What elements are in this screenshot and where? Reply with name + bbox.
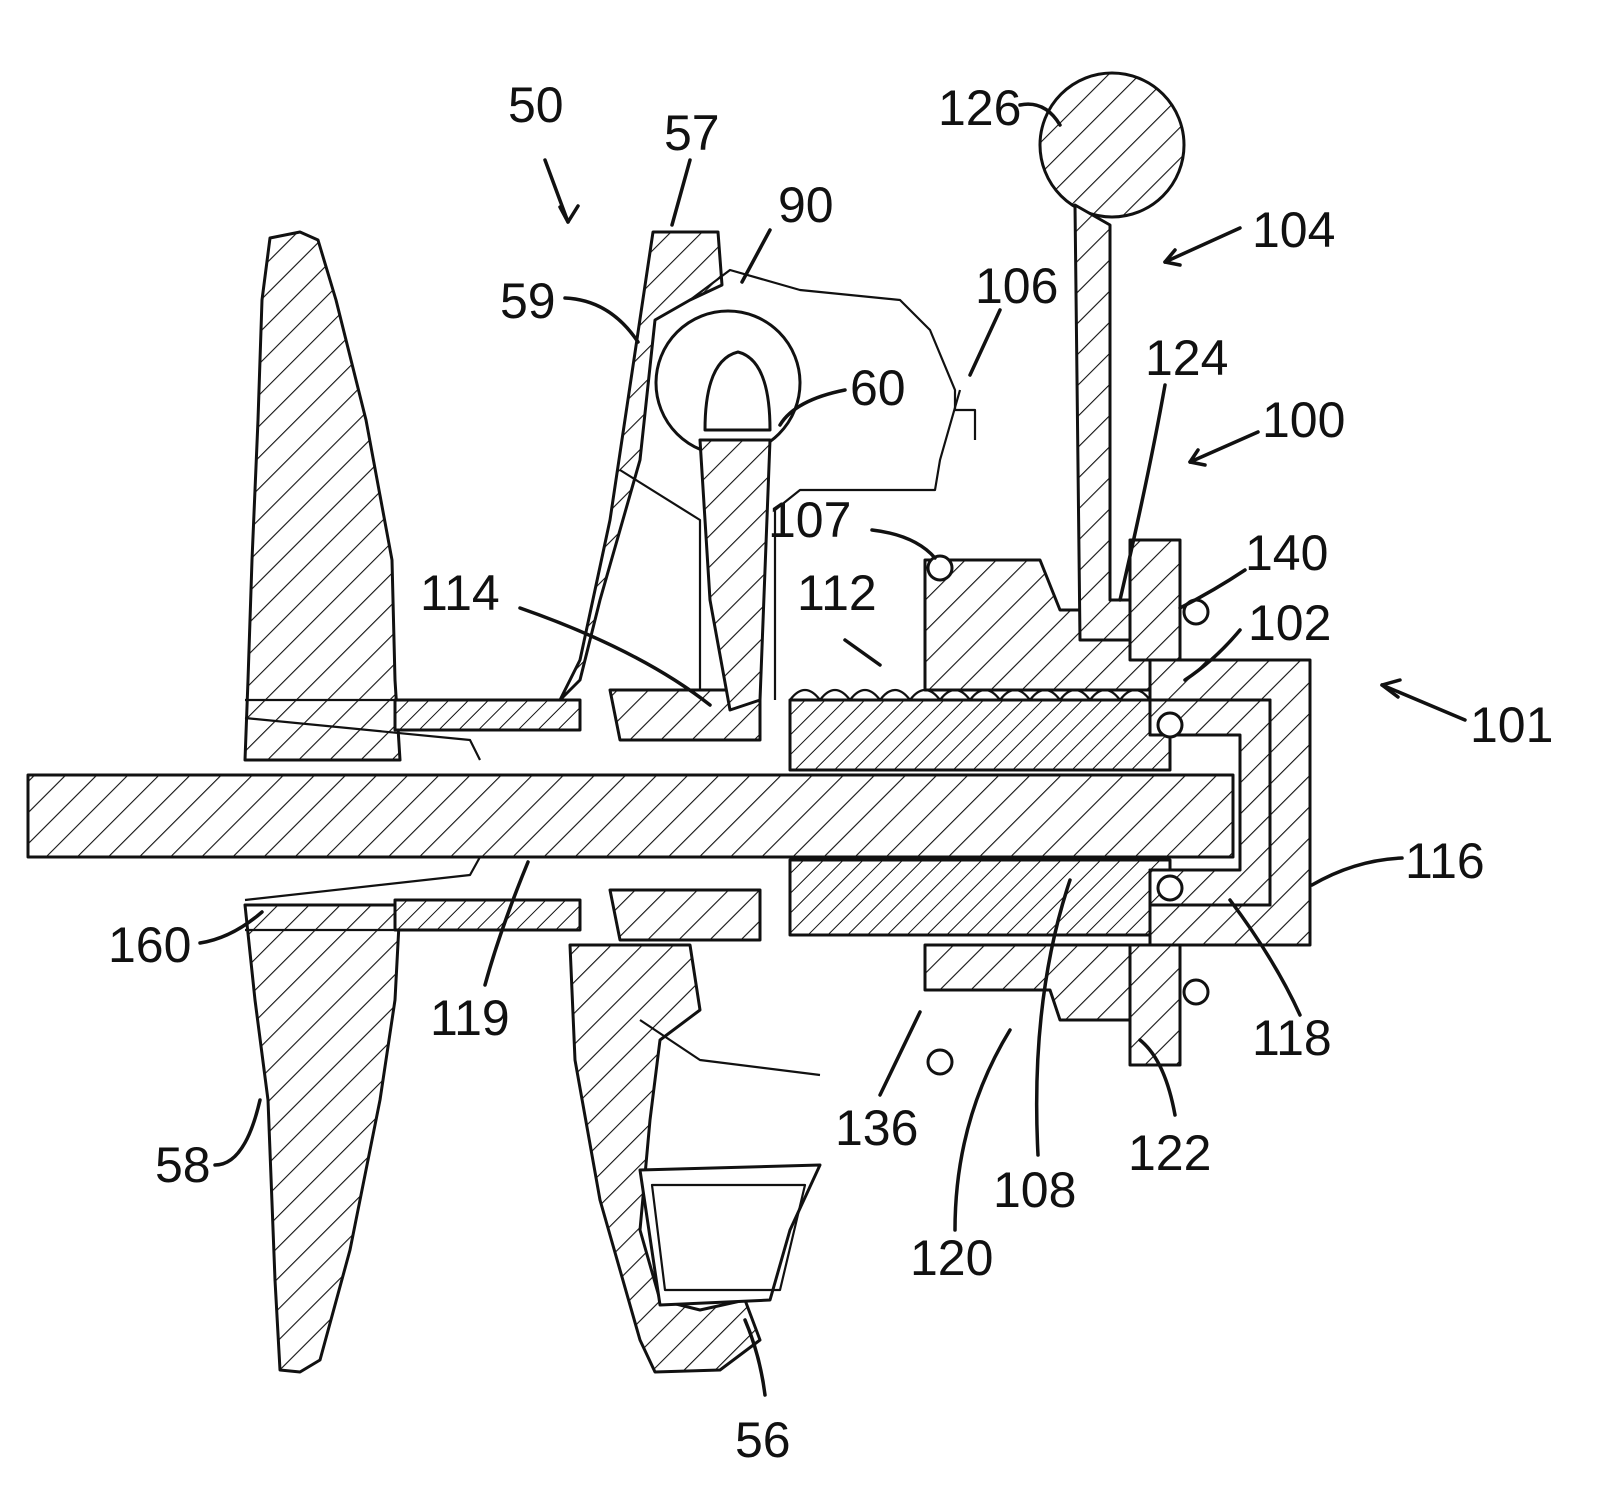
- flyweight-90: [654, 268, 977, 712]
- label-90: 90: [778, 177, 834, 233]
- label-58: 58: [155, 1137, 211, 1193]
- end-cap-101: [1128, 538, 1312, 1067]
- label-56: 56: [735, 1412, 791, 1468]
- label-114: 114: [420, 565, 500, 621]
- label-60: 60: [850, 360, 906, 416]
- label-116: 116: [1405, 833, 1485, 889]
- label-112: 112: [797, 565, 877, 621]
- label-50: 50: [508, 77, 564, 133]
- label-122: 122: [1128, 1125, 1211, 1181]
- label-100: 100: [1262, 392, 1345, 448]
- label-119: 119: [430, 990, 510, 1046]
- label-124: 124: [1145, 330, 1228, 386]
- label-106: 106: [975, 258, 1058, 314]
- leader-lines: [198, 102, 1467, 1397]
- label-107: 107: [768, 492, 851, 548]
- shift-mechanism-100: [773, 389, 1172, 1076]
- reference-numerals: 50 57 126 104 90 59 106 60 124 100 107 1…: [108, 77, 1553, 1468]
- fixed-sheave-58: [243, 230, 402, 1374]
- label-108: 108: [993, 1162, 1076, 1218]
- label-57: 57: [664, 105, 720, 161]
- label-136: 136: [835, 1100, 918, 1156]
- label-118: 118: [1252, 1010, 1332, 1066]
- label-102: 102: [1248, 595, 1331, 651]
- label-120: 120: [910, 1230, 993, 1286]
- movable-sheave: [558, 230, 822, 1374]
- label-101: 101: [1470, 697, 1553, 753]
- label-104: 104: [1252, 202, 1335, 258]
- label-160: 160: [108, 917, 191, 973]
- label-59: 59: [500, 273, 556, 329]
- drive-shaft: [26, 698, 1235, 932]
- label-140: 140: [1245, 525, 1328, 581]
- label-126: 126: [938, 80, 1021, 136]
